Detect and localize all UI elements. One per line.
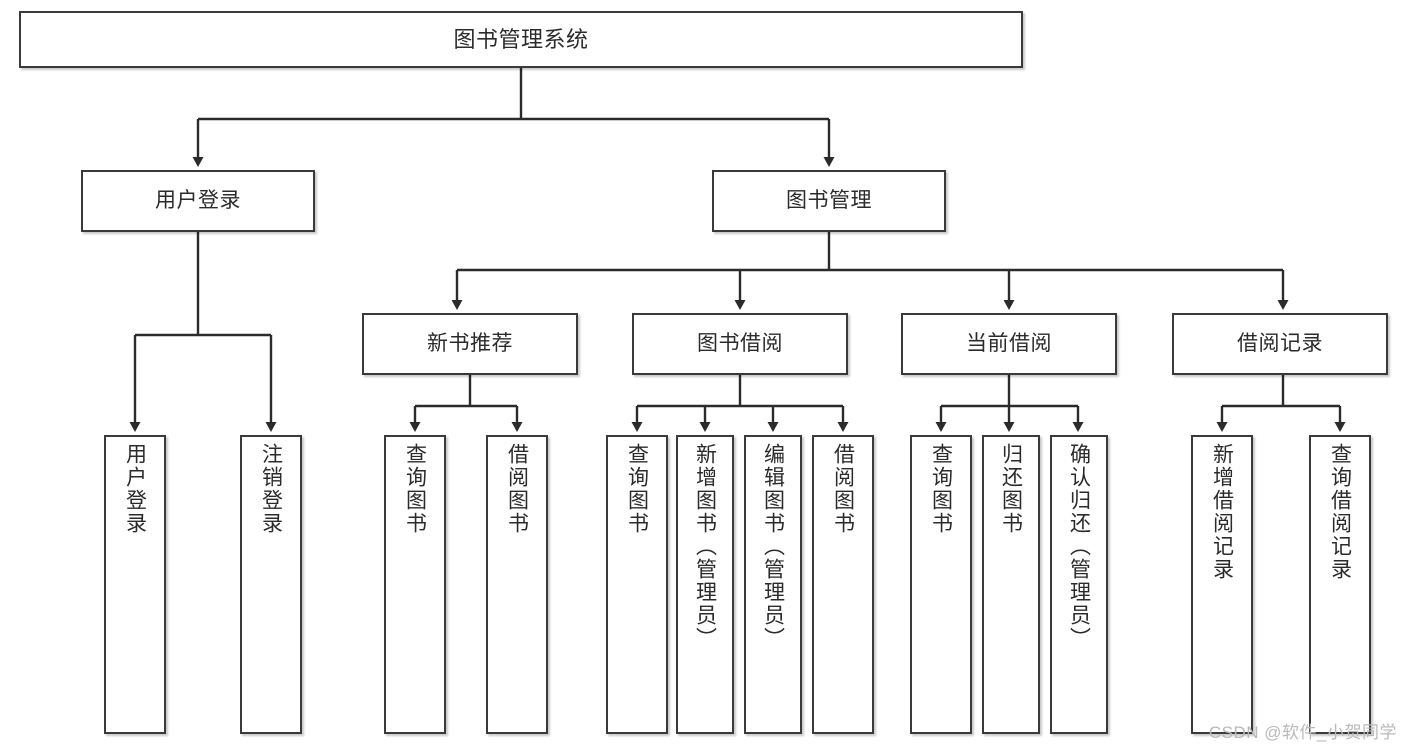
leaf-user-login-logout[interactable]: 注销登录 bbox=[240, 435, 302, 734]
leaf-current-confirm-return-admin[interactable]: 确认归还（管理员） bbox=[1050, 435, 1108, 734]
node-label: 查询图书 bbox=[403, 443, 427, 535]
leaf-record-query-record[interactable]: 查询借阅记录 bbox=[1309, 435, 1371, 734]
csdn-watermark: CSDN @软件_小贺同学 bbox=[1208, 723, 1397, 742]
node-label: 借阅图书 bbox=[505, 443, 529, 535]
node-label: 当前借阅 bbox=[966, 331, 1052, 355]
leaf-borrow-add-book-admin[interactable]: 新增图书（管理员） bbox=[676, 435, 734, 734]
node-label: 图书管理 bbox=[786, 188, 872, 212]
leaf-current-return-book[interactable]: 归还图书 bbox=[982, 435, 1040, 734]
node-label: 用户登录 bbox=[155, 188, 241, 212]
leaf-borrow-edit-book-admin[interactable]: 编辑图书（管理员） bbox=[744, 435, 802, 734]
leaf-user-login-login[interactable]: 用户登录 bbox=[104, 435, 166, 734]
leaf-new-book-borrow[interactable]: 借阅图书 bbox=[486, 435, 548, 734]
leaf-borrow-borrow-book[interactable]: 借阅图书 bbox=[812, 435, 874, 734]
leaf-new-book-query[interactable]: 查询图书 bbox=[384, 435, 446, 734]
node-book-management[interactable]: 图书管理 bbox=[712, 170, 946, 232]
node-label: 图书管理系统 bbox=[453, 26, 589, 52]
node-label: 编辑图书（管理员） bbox=[761, 443, 785, 650]
node-label: 图书借阅 bbox=[697, 331, 783, 355]
node-borrow-record[interactable]: 借阅记录 bbox=[1172, 313, 1388, 375]
node-label: 确认归还（管理员） bbox=[1067, 443, 1091, 650]
node-label: 借阅记录 bbox=[1237, 331, 1323, 355]
node-label: 归还图书 bbox=[999, 443, 1023, 535]
node-current-borrow[interactable]: 当前借阅 bbox=[901, 313, 1117, 375]
node-new-book-recommendation[interactable]: 新书推荐 bbox=[362, 313, 578, 375]
node-label: 查询图书 bbox=[929, 443, 953, 535]
leaf-record-add-record[interactable]: 新增借阅记录 bbox=[1191, 435, 1253, 734]
node-book-borrow[interactable]: 图书借阅 bbox=[632, 313, 848, 375]
node-root-system[interactable]: 图书管理系统 bbox=[19, 11, 1023, 68]
node-label: 用户登录 bbox=[123, 443, 147, 535]
node-label: 注销登录 bbox=[259, 443, 283, 535]
node-label: 新增图书（管理员） bbox=[693, 443, 717, 650]
node-user-login[interactable]: 用户登录 bbox=[81, 170, 315, 232]
leaf-borrow-query-book[interactable]: 查询图书 bbox=[606, 435, 668, 734]
node-label: 新增借阅记录 bbox=[1210, 443, 1234, 581]
node-label: 查询借阅记录 bbox=[1328, 443, 1352, 581]
leaf-current-query-book[interactable]: 查询图书 bbox=[910, 435, 972, 734]
node-label: 查询图书 bbox=[625, 443, 649, 535]
node-label: 借阅图书 bbox=[831, 443, 855, 535]
node-label: 新书推荐 bbox=[427, 331, 513, 355]
